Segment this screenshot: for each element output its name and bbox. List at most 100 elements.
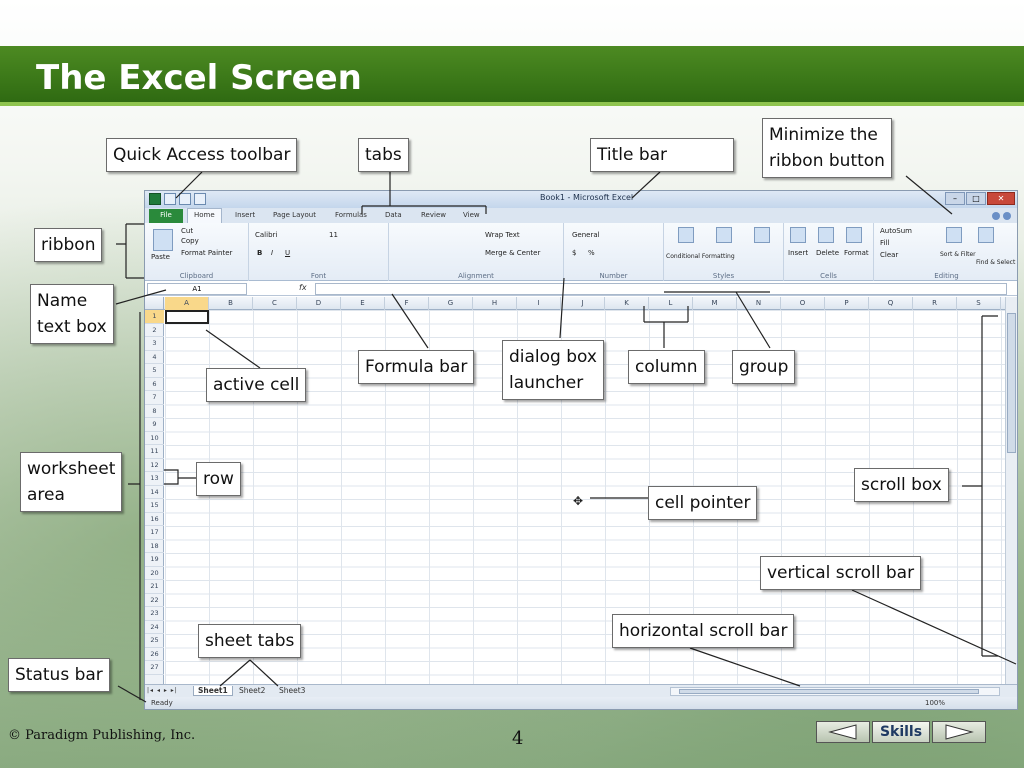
underline-button[interactable]: U (285, 249, 291, 257)
fill-button[interactable]: Fill (880, 239, 890, 247)
tab-formulas[interactable]: Formulas (335, 211, 367, 219)
format-painter-button[interactable]: Format Painter (181, 249, 233, 257)
maximize-window-icon[interactable]: □ (966, 192, 986, 205)
row-header[interactable]: 24 (145, 621, 164, 634)
minimize-ribbon-icon[interactable] (992, 212, 1000, 220)
find-select-button[interactable]: Find & Select (976, 259, 1016, 266)
column-header[interactable]: E (341, 297, 385, 310)
column-header[interactable]: O (781, 297, 825, 310)
row-header[interactable]: 20 (145, 567, 164, 580)
row-header[interactable]: 26 (145, 648, 164, 661)
undo-icon[interactable] (179, 193, 191, 205)
conditional-formatting-icon[interactable] (678, 227, 694, 243)
row-header[interactable]: 9 (145, 418, 164, 432)
save-icon[interactable] (164, 193, 176, 205)
help-icon[interactable] (1003, 212, 1011, 220)
row-header[interactable]: 13 (145, 472, 164, 486)
select-all-corner[interactable] (145, 297, 164, 310)
row-header[interactable]: 5 (145, 364, 164, 378)
delete-button[interactable]: Delete (816, 249, 839, 257)
format-as-table-icon[interactable] (716, 227, 732, 243)
sheet-tab-2[interactable]: Sheet2 (239, 686, 266, 695)
column-header[interactable]: R (913, 297, 957, 310)
conditional-formatting-button[interactable]: Conditional Formatting (666, 253, 735, 260)
row-header[interactable]: 27 (145, 661, 164, 675)
row-header[interactable]: 21 (145, 580, 164, 594)
formula-input[interactable] (315, 283, 1007, 295)
row-header[interactable]: 7 (145, 391, 164, 405)
sheet-nav-arrows-icon[interactable]: |◂ ◂ ▸ ▸| (147, 687, 178, 694)
excel-app-icon[interactable] (149, 193, 161, 205)
tab-page-layout[interactable]: Page Layout (273, 211, 316, 219)
horizontal-scroll-bar[interactable] (670, 687, 1000, 696)
column-header[interactable]: K (605, 297, 649, 310)
paste-icon[interactable] (153, 229, 173, 251)
active-cell[interactable] (165, 310, 209, 324)
column-header[interactable]: H (473, 297, 517, 310)
clear-button[interactable]: Clear (880, 251, 899, 259)
column-header[interactable]: F (385, 297, 429, 310)
font-size-select[interactable]: 11 (329, 231, 338, 239)
row-header[interactable]: 8 (145, 405, 164, 418)
skills-button[interactable]: Skills (872, 721, 930, 743)
redo-icon[interactable] (194, 193, 206, 205)
insert-button[interactable]: Insert (788, 249, 809, 257)
tab-home[interactable]: Home (187, 208, 222, 223)
row-header[interactable]: 18 (145, 540, 164, 553)
format-cells-icon[interactable] (846, 227, 862, 243)
row-header[interactable]: 23 (145, 607, 164, 621)
find-select-icon[interactable] (978, 227, 994, 243)
column-header[interactable]: B (209, 297, 253, 310)
currency-button[interactable]: $ (572, 249, 577, 257)
row-header[interactable]: 17 (145, 526, 164, 540)
vertical-scroll-bar[interactable] (1005, 297, 1017, 684)
font-family-select[interactable]: Calibri (255, 231, 278, 239)
row-header[interactable]: 16 (145, 513, 164, 526)
copy-button[interactable]: Copy (181, 237, 199, 245)
tab-review[interactable]: Review (421, 211, 446, 219)
merge-center-button[interactable]: Merge & Center (485, 249, 541, 257)
horizontal-scroll-box[interactable] (679, 689, 979, 694)
insert-function-icon[interactable]: fx (299, 283, 307, 292)
row-header[interactable]: 10 (145, 432, 164, 445)
column-header[interactable]: G (429, 297, 473, 310)
number-format-select[interactable]: General (572, 231, 600, 239)
column-header[interactable]: A (165, 297, 209, 310)
column-header[interactable]: I (517, 297, 561, 310)
minimize-window-icon[interactable]: – (945, 192, 965, 205)
row-header[interactable]: 22 (145, 594, 164, 607)
cell-styles-icon[interactable] (754, 227, 770, 243)
cut-button[interactable]: Cut (181, 227, 194, 235)
prev-slide-button[interactable] (816, 721, 870, 743)
column-header[interactable]: P (825, 297, 869, 310)
column-header[interactable]: Q (869, 297, 913, 310)
tab-file[interactable]: File (149, 209, 183, 223)
column-header[interactable]: S (957, 297, 1001, 310)
row-header[interactable]: 25 (145, 634, 164, 648)
row-header[interactable]: 19 (145, 553, 164, 567)
row-header[interactable]: 6 (145, 378, 164, 391)
sheet-tab-3[interactable]: Sheet3 (279, 686, 306, 695)
percent-button[interactable]: % (588, 249, 595, 257)
delete-cells-icon[interactable] (818, 227, 834, 243)
row-header[interactable]: 2 (145, 324, 164, 337)
row-header[interactable]: 1 (145, 310, 164, 324)
column-header[interactable]: M (693, 297, 737, 310)
row-header[interactable]: 11 (145, 445, 164, 459)
column-header[interactable]: N (737, 297, 781, 310)
tab-data[interactable]: Data (385, 211, 402, 219)
format-button[interactable]: Format (844, 249, 869, 257)
next-slide-button[interactable] (932, 721, 986, 743)
sort-filter-icon[interactable] (946, 227, 962, 243)
sort-filter-button[interactable]: Sort & Filter (940, 251, 976, 258)
row-header[interactable]: 4 (145, 351, 164, 364)
italic-button[interactable]: I (271, 249, 274, 257)
name-box[interactable]: A1 (147, 283, 247, 295)
insert-cells-icon[interactable] (790, 227, 806, 243)
scroll-box[interactable] (1007, 313, 1016, 453)
sheet-tab-1[interactable]: Sheet1 (193, 686, 233, 696)
zoom-level[interactable]: 100% (924, 699, 945, 707)
wrap-text-button[interactable]: Wrap Text (485, 231, 520, 239)
column-header[interactable]: D (297, 297, 341, 310)
row-header[interactable]: 15 (145, 499, 164, 513)
